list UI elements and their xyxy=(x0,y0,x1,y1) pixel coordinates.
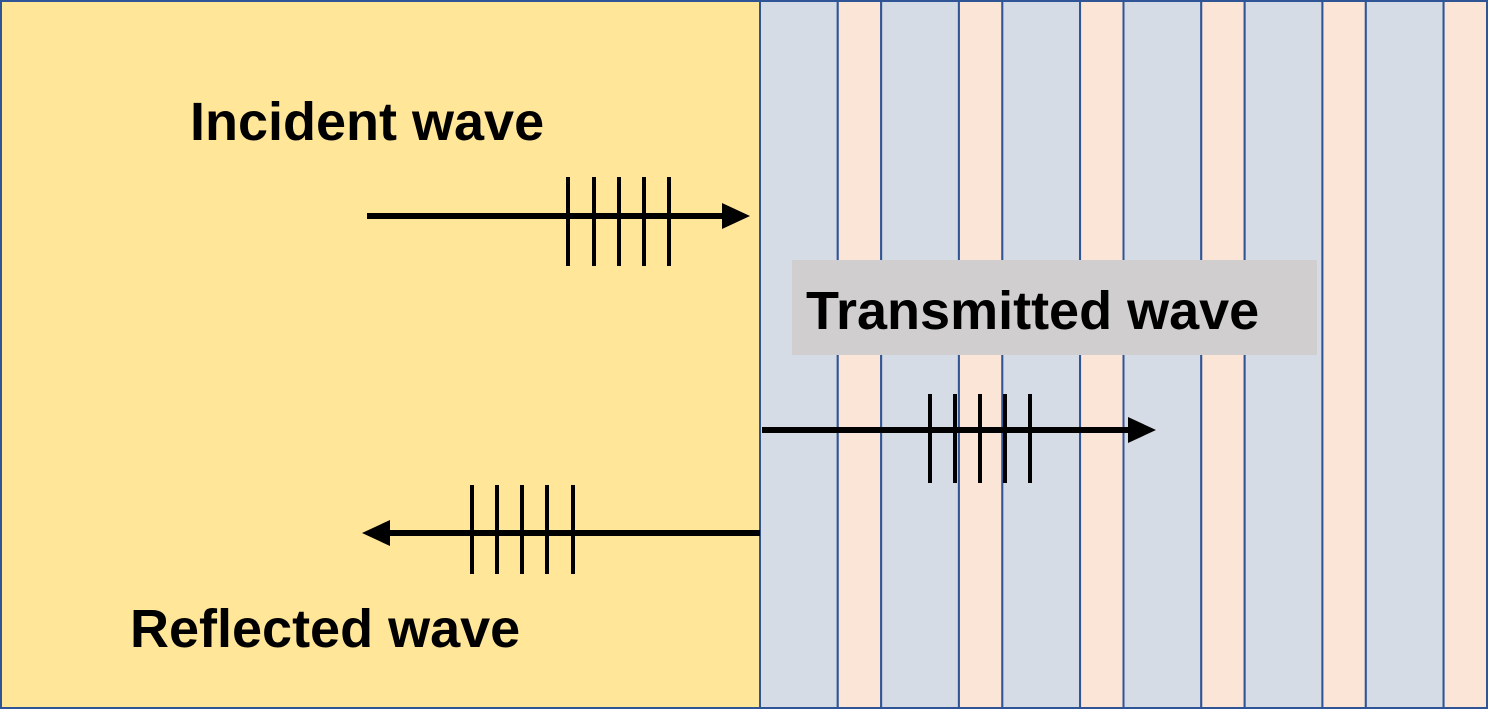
transmitted-label-box xyxy=(792,260,1317,355)
transmitted-wave-arrow xyxy=(762,394,1156,483)
transmitted-wavefronts xyxy=(928,394,1032,483)
reflected-arrow-head xyxy=(362,520,390,546)
layer-11-blue xyxy=(1364,0,1445,709)
incident-arrow-head xyxy=(722,203,750,229)
reflected-wave-label: Reflected wave xyxy=(130,599,520,659)
reflected-wave-arrow xyxy=(362,485,760,574)
incident-wave-label: Incident wave xyxy=(190,92,544,152)
transmitted-arrow-head xyxy=(1128,417,1156,443)
layer-12-peach xyxy=(1442,0,1488,709)
incident-medium-region xyxy=(0,0,761,709)
reflected-wavefronts xyxy=(470,485,575,574)
incident-wave-arrow xyxy=(367,177,750,266)
transmitted-wave-label: Transmitted wave xyxy=(806,281,1259,341)
layer-10-peach xyxy=(1321,0,1367,709)
incident-wavefronts xyxy=(566,177,671,266)
